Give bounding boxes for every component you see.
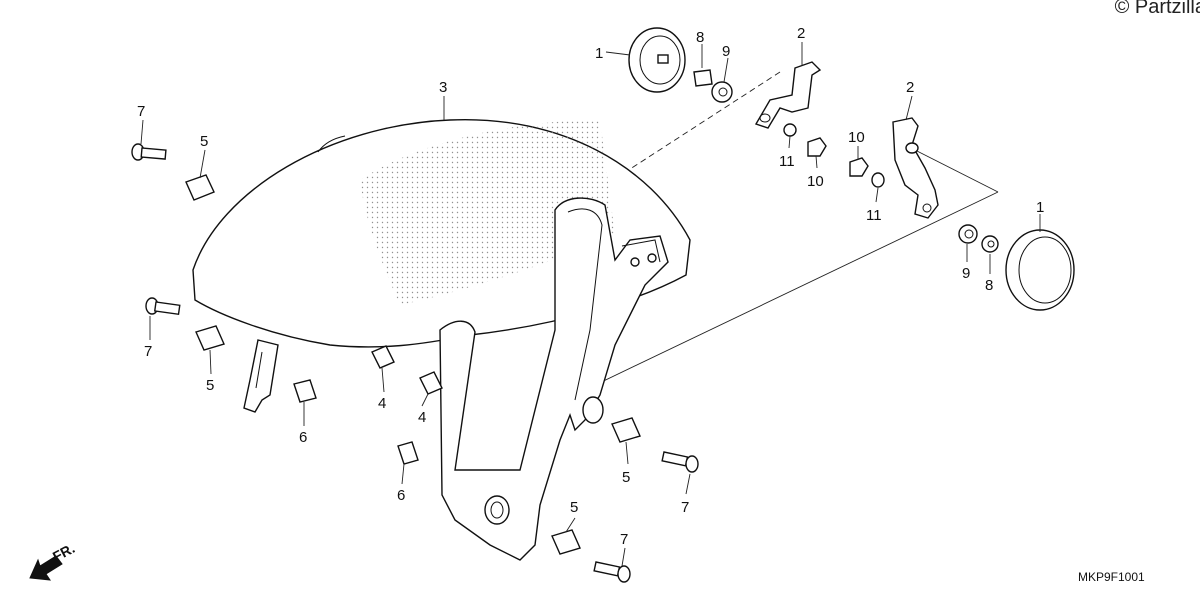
callout-7[interactable]: 7 [681,499,689,516]
callout-6[interactable]: 6 [299,429,307,446]
bracket-left[interactable] [754,61,822,129]
washer-9b[interactable] [958,224,978,244]
callout-9[interactable]: 9 [962,265,970,282]
callout-labels: 1 1 2 2 3 4 4 5 5 5 5 6 6 7 7 7 7 8 8 9 … [137,25,1044,548]
collar-4b[interactable] [419,371,443,395]
grommet-5c[interactable] [611,417,641,443]
grommet-5a[interactable] [185,174,215,201]
arrow-down-left-icon [29,555,63,581]
bolt-7a[interactable] [131,143,167,161]
bolt-7b[interactable] [145,297,181,316]
guide-lines [234,71,999,399]
callout-2[interactable]: 2 [906,79,914,96]
bracket-right[interactable] [892,117,939,219]
callout-6[interactable]: 6 [397,487,405,504]
collar-4a[interactable] [371,345,395,369]
callout-7[interactable]: 7 [620,531,628,548]
grommet-5d[interactable] [551,529,581,555]
cap-top[interactable] [628,27,686,93]
callout-5[interactable]: 5 [206,377,214,394]
callout-7[interactable]: 7 [144,343,152,360]
watermark: © Partzilla [1114,0,1200,18]
bolt-7c[interactable] [661,451,699,473]
callout-4[interactable]: 4 [378,395,386,412]
collar-6a[interactable] [293,379,317,403]
callout-5[interactable]: 5 [622,469,630,486]
bolt-7d[interactable] [593,561,631,583]
callout-7[interactable]: 7 [137,103,145,120]
washer-9a[interactable] [711,81,733,103]
callout-10[interactable]: 10 [807,173,824,190]
collar-6b[interactable] [397,441,419,465]
front-direction-indicator: FR. [29,540,77,581]
cap-right[interactable] [1005,229,1075,311]
callout-11[interactable]: 11 [866,207,882,224]
washer-11b[interactable] [871,172,885,188]
callout-1[interactable]: 1 [1036,199,1044,216]
callout-11[interactable]: 11 [779,153,795,170]
nut-8b[interactable] [981,235,999,253]
diagram-code: MKP9F1001 [1078,570,1145,584]
callout-2[interactable]: 2 [797,25,805,42]
callout-5[interactable]: 5 [200,133,208,150]
nut-10a[interactable] [807,137,827,157]
leader-lines [140,42,1041,567]
washer-11a[interactable] [783,123,797,137]
fender-side-panel[interactable] [439,197,669,561]
nut-8a[interactable] [693,69,713,87]
callout-8[interactable]: 8 [985,277,993,294]
callout-4[interactable]: 4 [418,409,426,426]
grommet-5b[interactable] [195,325,225,351]
callout-3[interactable]: 3 [439,79,447,96]
nut-10b[interactable] [849,157,869,177]
callout-5[interactable]: 5 [570,499,578,516]
callout-1[interactable]: 1 [595,45,603,62]
callout-10[interactable]: 10 [848,129,865,146]
callout-8[interactable]: 8 [696,29,704,46]
callout-9[interactable]: 9 [722,43,730,60]
